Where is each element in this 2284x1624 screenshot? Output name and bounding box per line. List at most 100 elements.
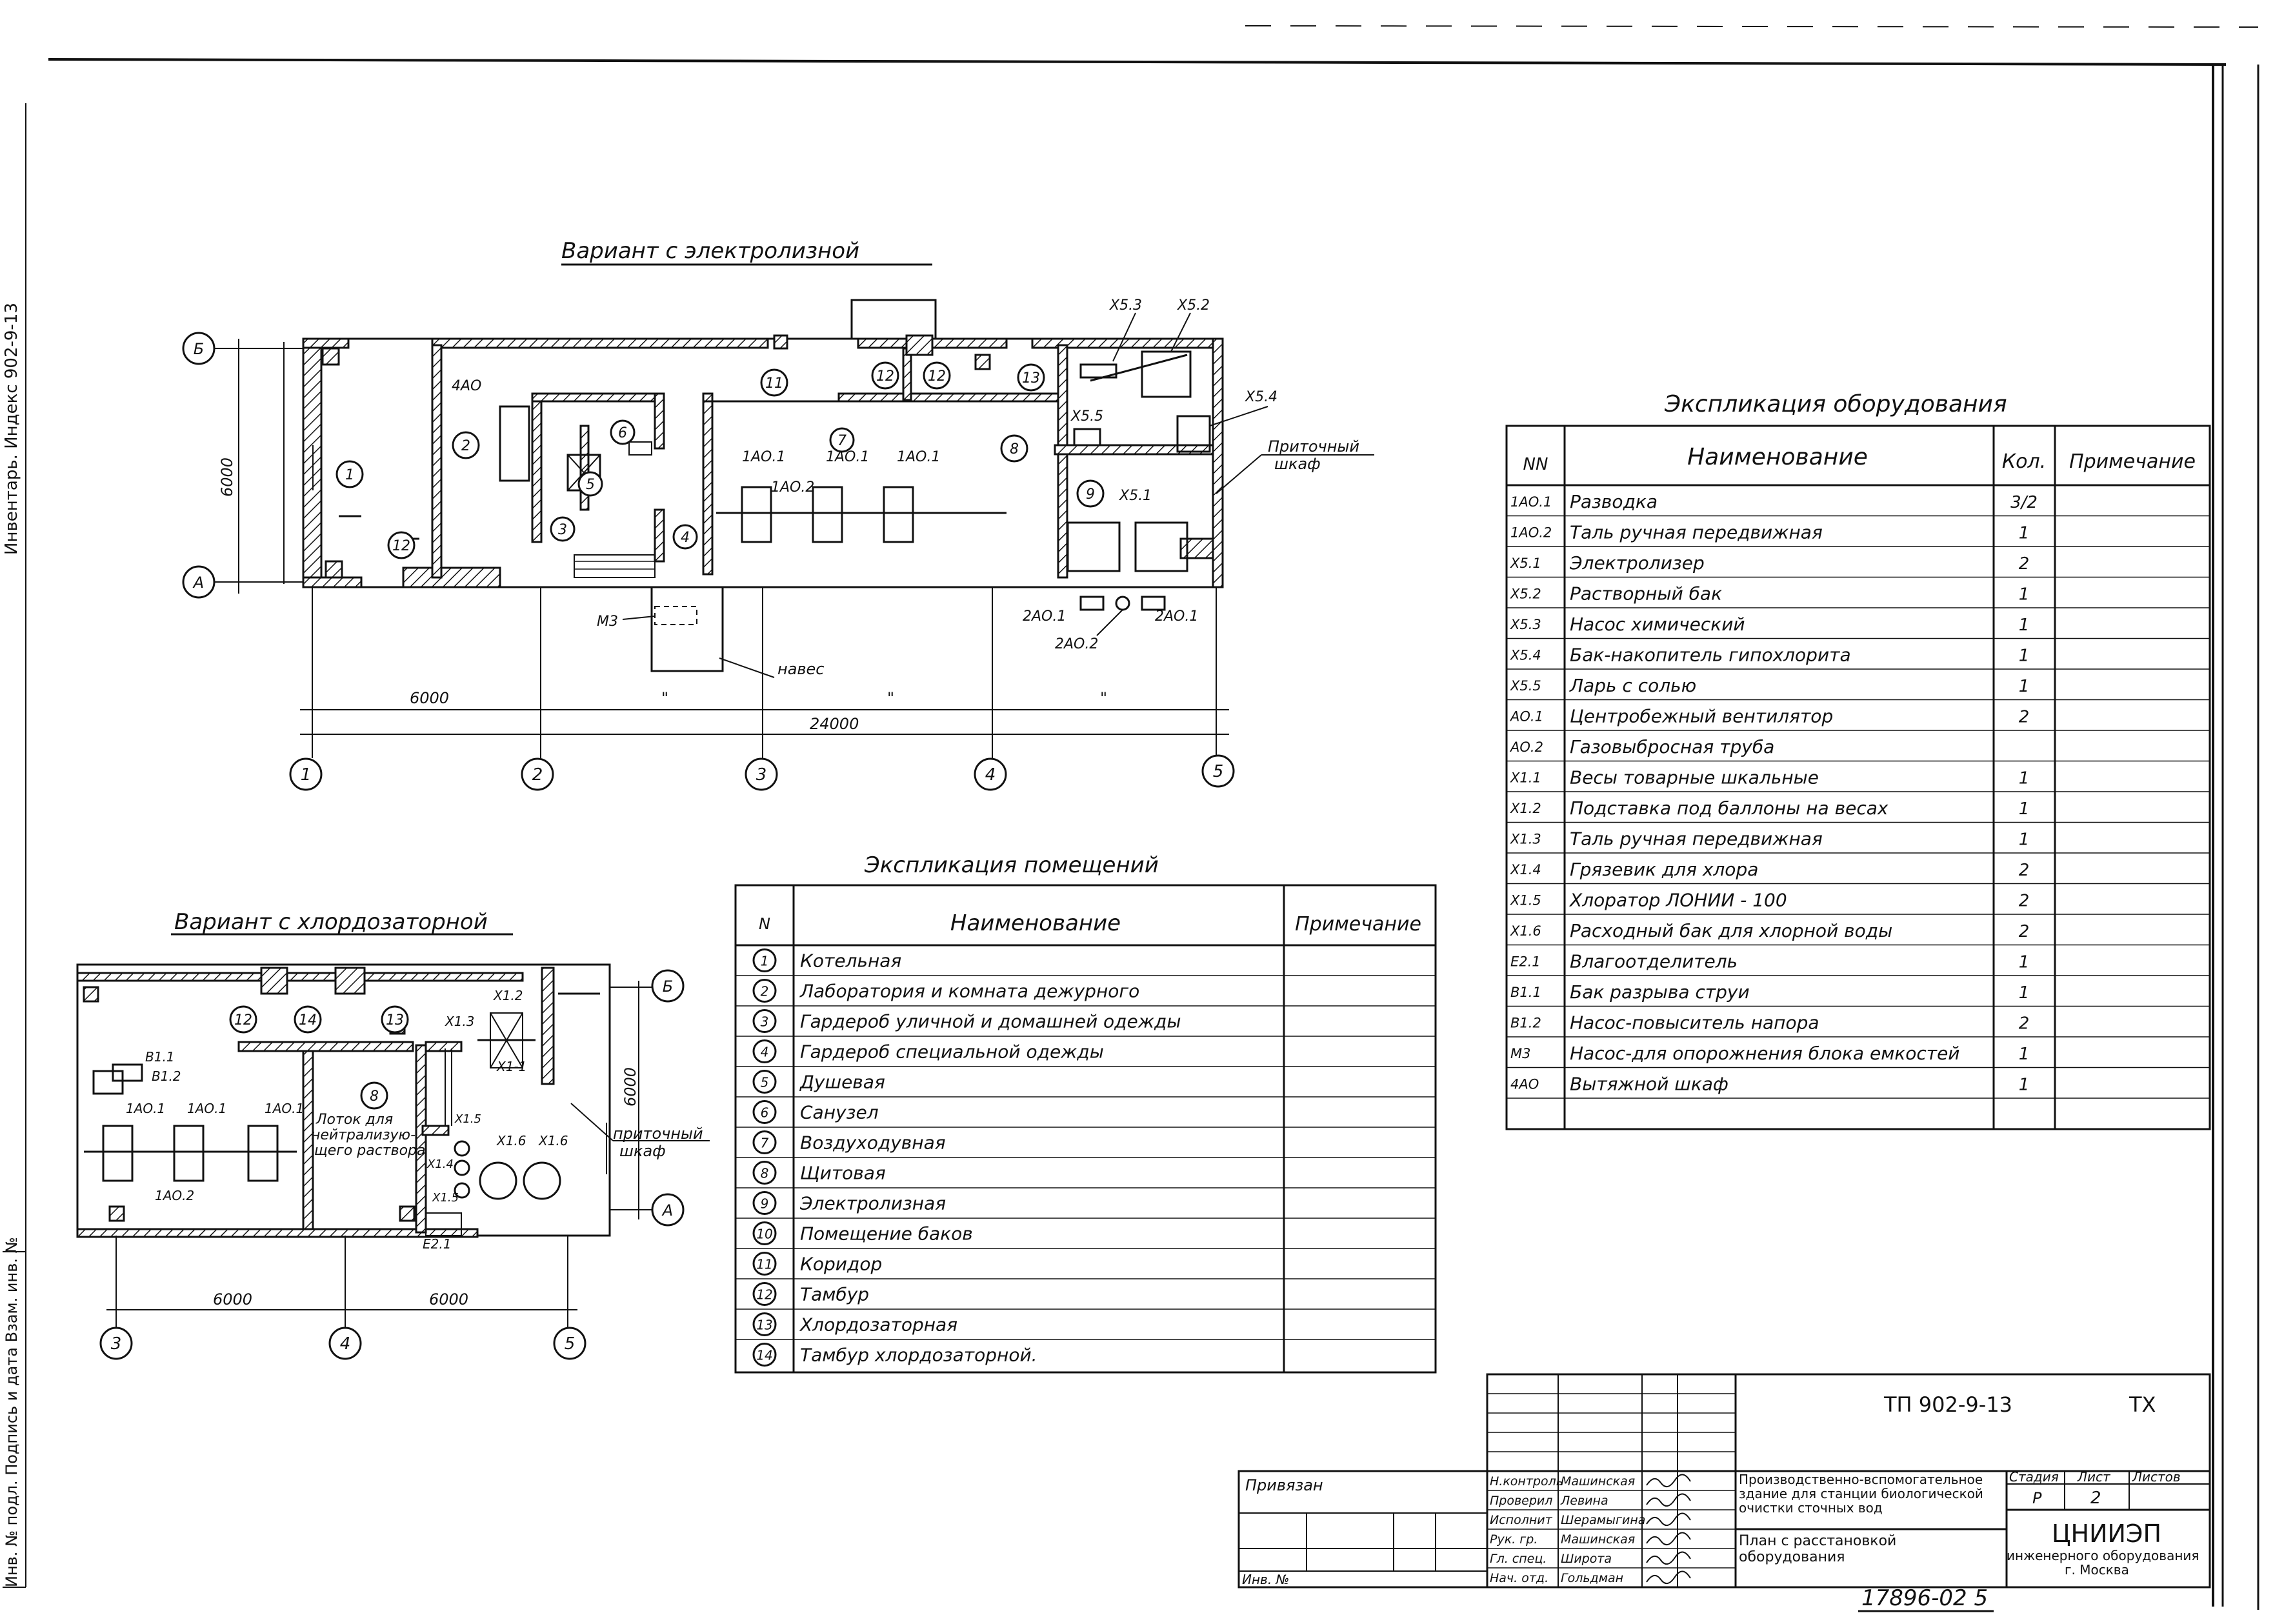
svg-text:": " — [1100, 689, 1107, 707]
tray-label-3: щего раствора — [314, 1143, 426, 1159]
svg-text:3: 3 — [756, 765, 767, 785]
signature-name: Машинская — [1561, 1532, 1635, 1547]
room-number: 14 — [756, 1348, 772, 1363]
svg-text:13: 13 — [386, 1012, 404, 1028]
equipment-qty: 1 — [2019, 830, 2030, 850]
room-number-bubble — [752, 1191, 777, 1215]
svg-text:План с расстановкой: План с расстановкой — [1739, 1533, 1896, 1549]
svg-text:1АО.1: 1АО.1 — [265, 1101, 304, 1116]
room-number: 13 — [756, 1318, 772, 1333]
equipment-qty: 1 — [2019, 769, 2030, 788]
equipment-qty: 1 — [2019, 647, 2030, 666]
svg-text:Производственно-вспомогательно: Производственно-вспомогательное — [1739, 1472, 1983, 1487]
equipment-name: Ларь с солью — [1569, 675, 1696, 696]
room-number-bubble — [752, 1282, 777, 1306]
signature-role: Гл. спец. — [1490, 1552, 1547, 1566]
svg-text:1АО.2: 1АО.2 — [155, 1188, 194, 1203]
org-name: ЦНИИЭП — [2052, 1519, 2161, 1548]
equipment-code: Х5.3 — [1510, 617, 1541, 632]
room-number: 9 — [761, 1196, 769, 1212]
room-name: Котельная — [800, 950, 901, 972]
room-number: 6 — [761, 1105, 769, 1121]
signature-role: Н.контроль — [1490, 1474, 1563, 1489]
equipment-qty: 2 — [2019, 554, 2030, 574]
equipment-name: Таль ручная передвижная — [1570, 522, 1823, 543]
signature-name: Шерамыгина — [1561, 1513, 1645, 1527]
doc-mark: ТХ — [2129, 1392, 2156, 1417]
svg-text:инженерного оборудования: инженерного оборудования — [2007, 1548, 2199, 1563]
svg-text:Х1.5: Х1.5 — [432, 1191, 459, 1205]
svg-text:Х1.6: Х1.6 — [496, 1133, 526, 1148]
svg-text:6: 6 — [618, 425, 627, 441]
svg-text:6000: 6000 — [621, 1067, 639, 1107]
room-name: Тамбур хлордозаторной. — [800, 1345, 1037, 1366]
svg-text:4АО: 4АО — [452, 378, 481, 394]
vent-callout-2: шкаф — [1274, 455, 1321, 473]
equipment-qty: 2 — [2019, 892, 2030, 911]
equipment-code: Х1.3 — [1510, 832, 1541, 847]
equipment-qty: 1 — [2019, 677, 2030, 696]
room-number: 5 — [761, 1075, 769, 1090]
plan-chlorine-title: Вариант с хлордозаторной — [174, 909, 488, 935]
svg-text:13: 13 — [1022, 370, 1040, 386]
svg-text:24000: 24000 — [810, 715, 859, 733]
svg-text:1АО.1: 1АО.1 — [126, 1101, 165, 1116]
svg-text:4: 4 — [985, 765, 996, 785]
tray-label-1: Лоток для — [316, 1112, 393, 1128]
svg-text:Наименование: Наименование — [1687, 444, 1868, 470]
svg-text:Х1.3: Х1.3 — [445, 1014, 475, 1029]
signature-role: Проверил — [1490, 1494, 1552, 1508]
equipment-code: Х5.1 — [1510, 556, 1541, 571]
svg-text:В1.1: В1.1 — [145, 1049, 175, 1065]
svg-text:Привязан: Привязан — [1245, 1476, 1323, 1494]
signature-scribble — [1646, 1570, 1691, 1584]
svg-text:6000: 6000 — [410, 689, 449, 707]
svg-text:1АО.1: 1АО.1 — [826, 449, 869, 465]
svg-text:г. Москва: г. Москва — [2065, 1562, 2129, 1578]
room-name: Воздуходувная — [800, 1132, 946, 1154]
equipment-code: АО.2 — [1509, 739, 1543, 755]
svg-text:11: 11 — [765, 376, 783, 392]
equipment-table-title: Экспликация оборудования — [1664, 391, 2007, 417]
equipment-name: Весы товарные шкальные — [1570, 767, 1819, 788]
svg-text:Х5.1: Х5.1 — [1119, 488, 1152, 504]
svg-text:Примечание: Примечание — [1295, 913, 1421, 936]
signature-scribble — [1646, 1474, 1691, 1487]
room-number-bubble — [752, 1343, 777, 1367]
equipment-code: Х1.2 — [1510, 801, 1541, 816]
signature-name: Машинская — [1561, 1474, 1635, 1489]
equipment-code: В1.1 — [1510, 985, 1541, 1000]
equipment-qty: 1 — [2019, 799, 2030, 819]
signature-name: Гольдман — [1561, 1571, 1623, 1585]
room-number-bubble — [752, 1221, 777, 1245]
svg-text:12: 12 — [876, 368, 894, 385]
svg-text:N: N — [759, 915, 770, 933]
svg-text:Х5.4: Х5.4 — [1245, 389, 1277, 405]
equipment-name: Подставка под баллоны на весах — [1570, 797, 1888, 819]
svg-text:1АО.2: 1АО.2 — [771, 479, 814, 496]
room-name: Помещение баков — [800, 1223, 973, 1245]
svg-text:В1.2: В1.2 — [152, 1068, 181, 1084]
svg-text:7: 7 — [837, 433, 846, 449]
svg-text:1АО.1: 1АО.1 — [187, 1101, 226, 1116]
signature-name: Широта — [1561, 1552, 1612, 1566]
svg-text:8: 8 — [370, 1088, 379, 1105]
svg-text:А: А — [192, 574, 204, 592]
svg-text:1: 1 — [301, 765, 312, 785]
svg-text:6000: 6000 — [429, 1290, 468, 1308]
svg-text:М3: М3 — [597, 614, 618, 630]
vent-callout-1: Приточный — [1268, 437, 1359, 456]
room-name: Щитовая — [800, 1163, 886, 1184]
room-name: Электролизная — [799, 1193, 946, 1214]
equipment-qty: 1 — [2019, 1076, 2030, 1095]
chlorine-vent-callout-1: приточный — [613, 1125, 703, 1143]
svg-text:5: 5 — [586, 477, 595, 493]
room-number: 4 — [761, 1045, 769, 1060]
signature-scribble — [1646, 1493, 1691, 1507]
equipment-qty: 1 — [2019, 616, 2030, 635]
svg-text:2АО.1: 2АО.1 — [1023, 608, 1066, 625]
svg-text:12: 12 — [928, 368, 946, 385]
equipment-name: Бак разрыва струи — [1570, 981, 1750, 1003]
svg-text:Инв. №: Инв. № — [1242, 1572, 1289, 1587]
